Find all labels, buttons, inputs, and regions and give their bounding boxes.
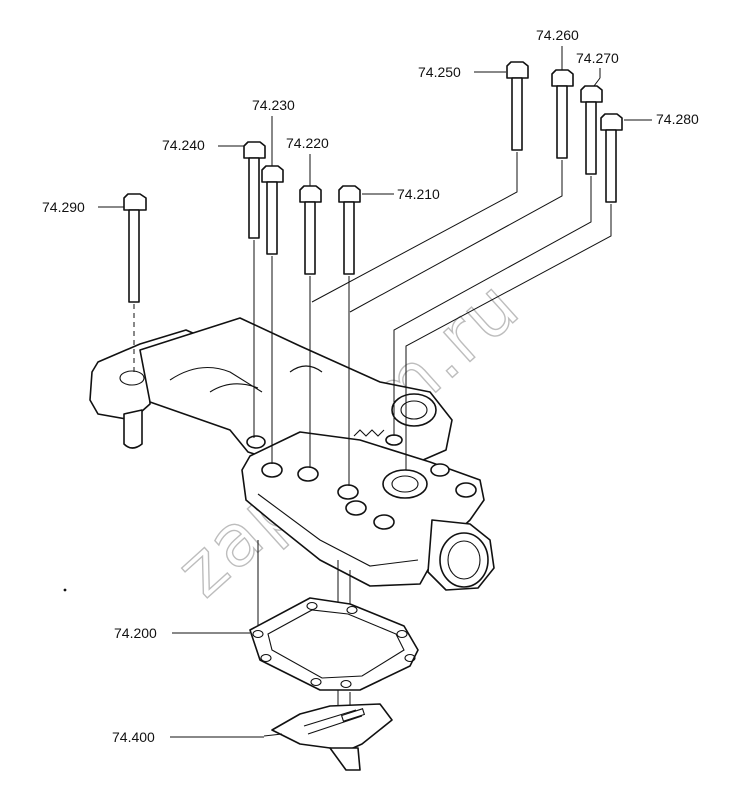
- callout-74-270: 74.270: [576, 50, 619, 66]
- bolt-74-240: [243, 141, 266, 239]
- gasket-74-200: [249, 597, 419, 691]
- callout-74-220: 74.220: [286, 135, 329, 151]
- bolt-74-250: [506, 61, 529, 151]
- callout-74-200: 74.200: [114, 625, 157, 641]
- callout-74-210: 74.210: [397, 186, 440, 202]
- callout-74-260: 74.260: [536, 27, 579, 43]
- bolt-74-260: [551, 69, 574, 159]
- bolt-74-220: [299, 185, 322, 275]
- bolt-74-280: [600, 113, 623, 203]
- reed-valve-74-400: [263, 703, 393, 771]
- bolt-74-290: [123, 193, 147, 303]
- callout-74-240: 74.240: [162, 137, 205, 153]
- callout-74-250: 74.250: [418, 64, 461, 80]
- bolt-74-210: [338, 185, 361, 275]
- callout-74-400: 74.400: [112, 729, 155, 745]
- bolt-74-230: [261, 165, 284, 255]
- bolt-74-270: [580, 85, 603, 175]
- callout-74-230: 74.230: [252, 97, 295, 113]
- callout-74-280: 74.280: [656, 111, 699, 127]
- callouts: 74.290 74.240 74.230 74.220 74.210 74.25…: [42, 27, 699, 745]
- speck: [63, 588, 67, 592]
- cylinder-head-housing: [89, 317, 495, 591]
- callout-74-290: 74.290: [42, 199, 85, 215]
